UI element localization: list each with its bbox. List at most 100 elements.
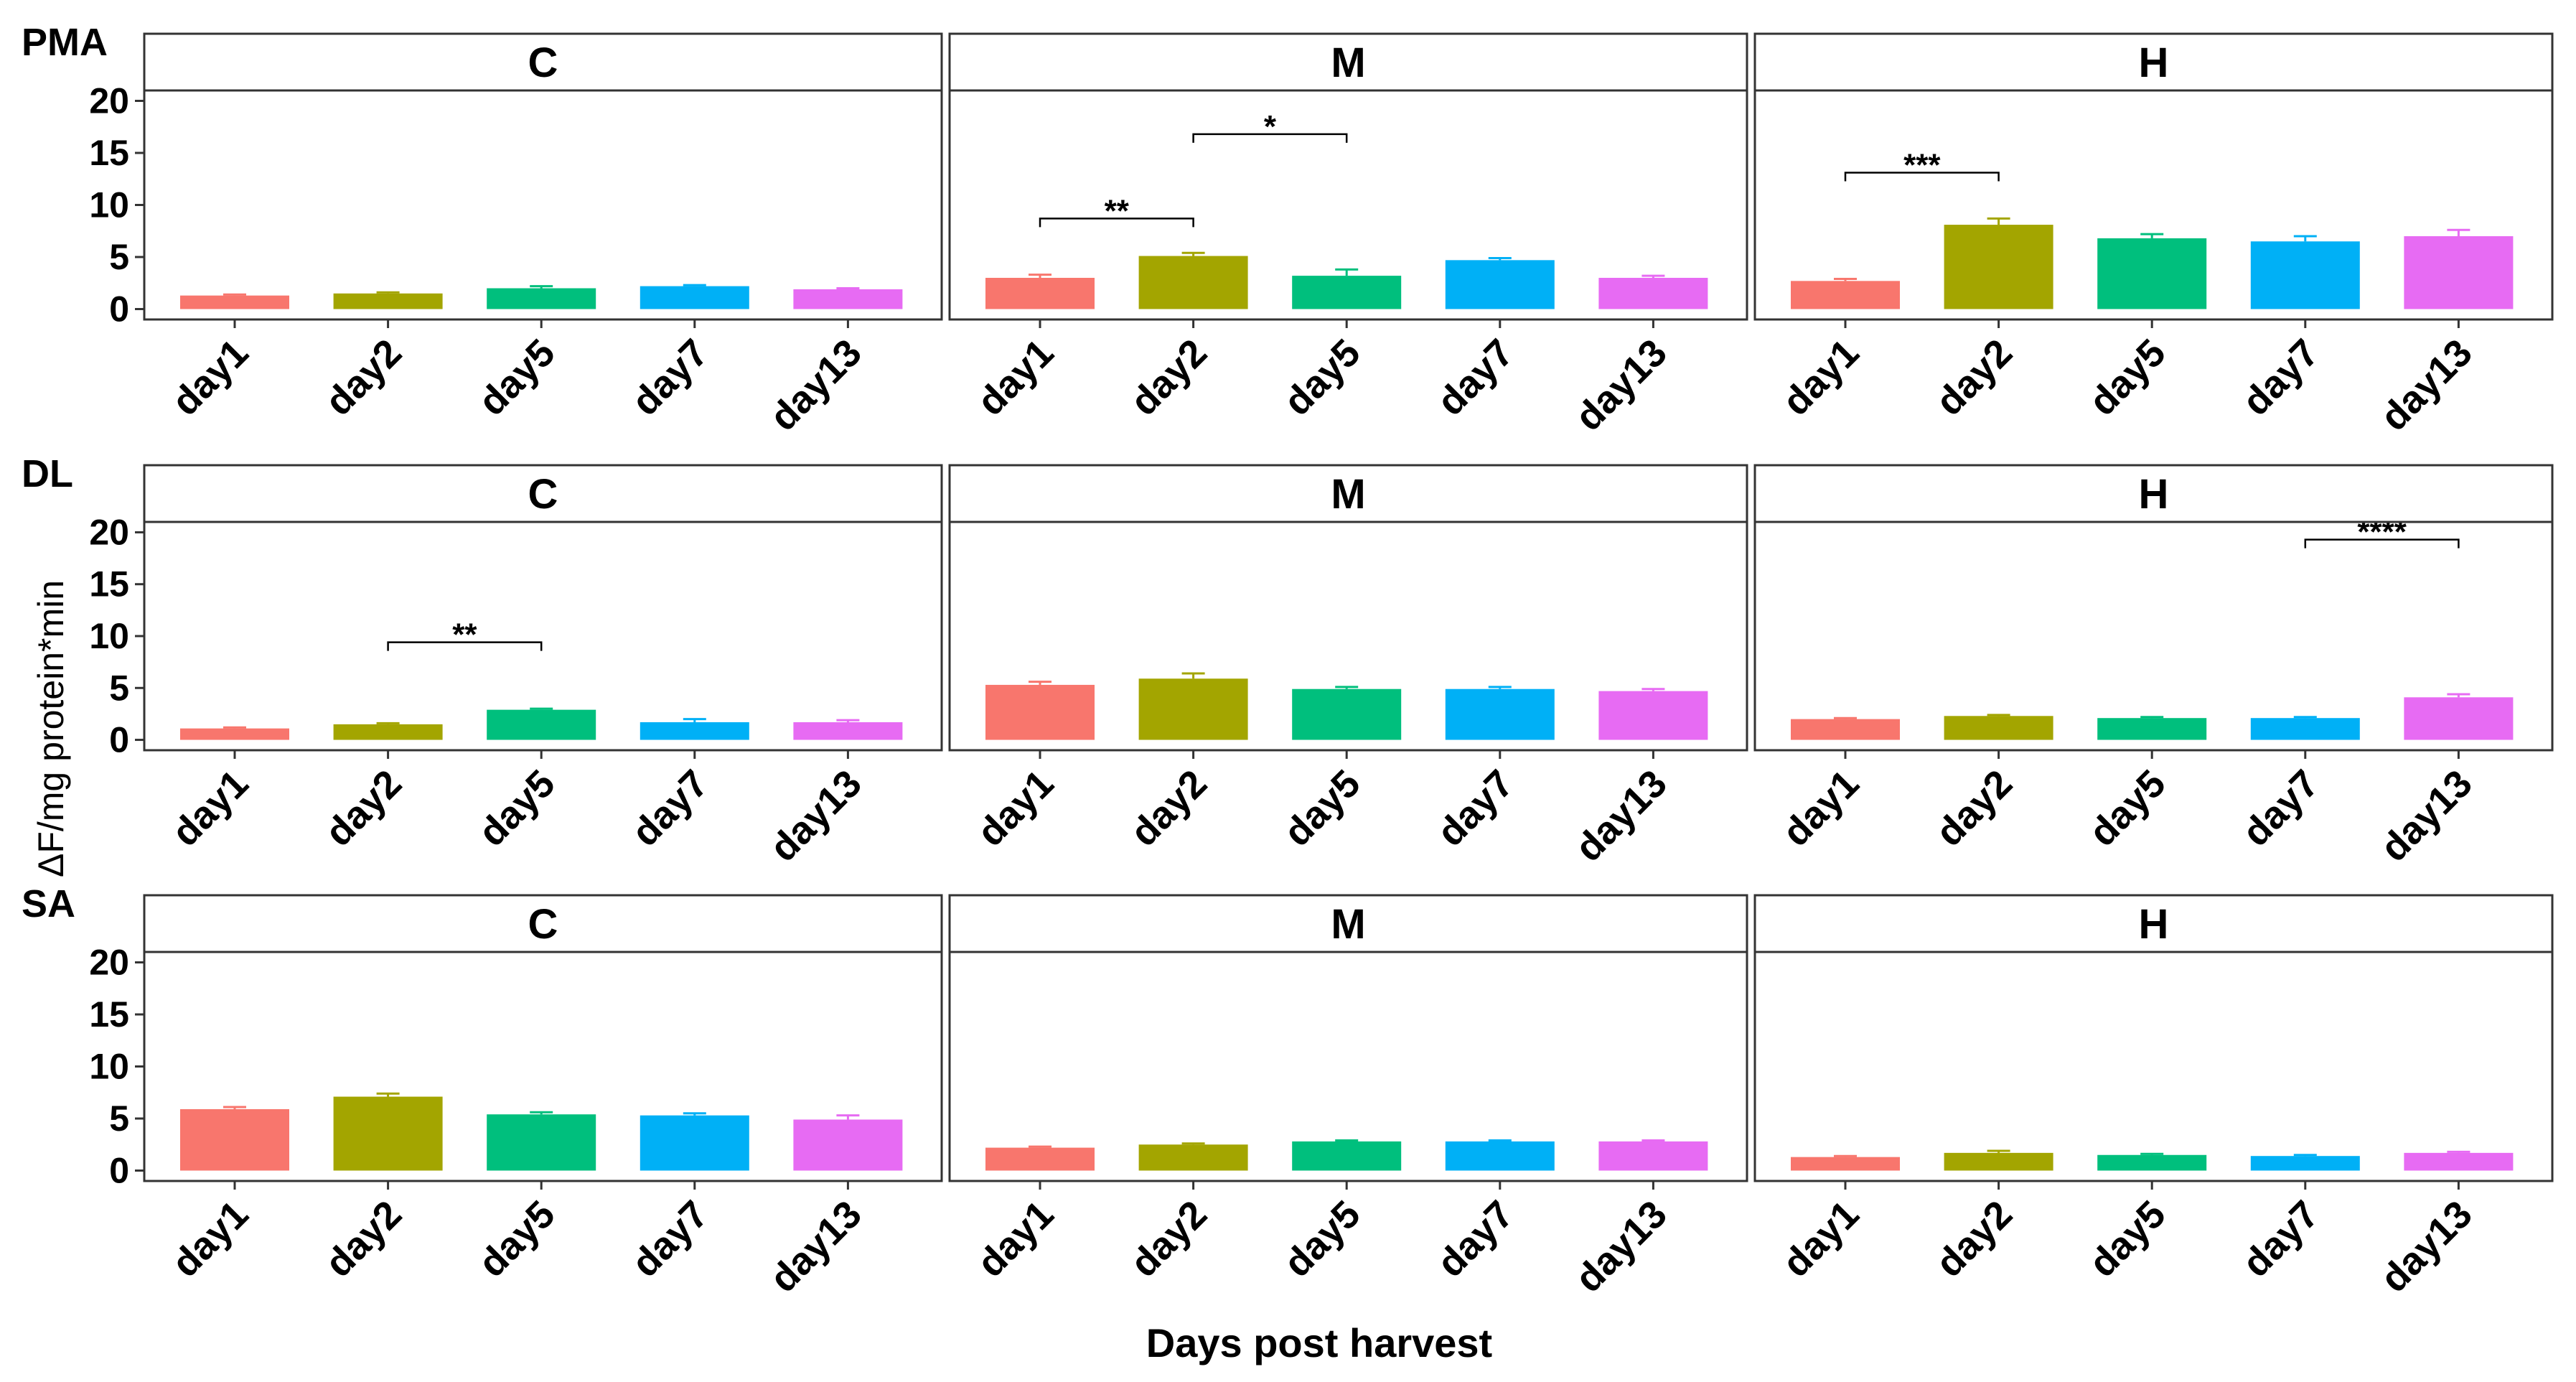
significance-bracket [387, 641, 543, 651]
significance-label: *** [1903, 148, 1941, 183]
panel-border [143, 951, 943, 1182]
bar-day1 [1791, 281, 1900, 309]
bar-day13 [793, 722, 903, 740]
x-tick-label: day2 [1123, 1192, 1215, 1285]
bar-day2 [333, 1096, 443, 1171]
y-tick-label: 20 [89, 943, 129, 983]
bar-day2 [333, 293, 443, 309]
bar-day7 [1445, 260, 1555, 309]
facet-label: M [1331, 39, 1365, 86]
y-tick-label: 15 [89, 994, 129, 1035]
x-tick-label: day5 [470, 1192, 563, 1285]
significance-bracket [2304, 538, 2460, 548]
bar-day5 [1292, 688, 1402, 740]
x-tick-label: day1 [969, 1192, 1062, 1285]
significance-bracket [1844, 172, 2000, 182]
facet-label: C [528, 471, 558, 518]
facet-label: H [2139, 471, 2169, 518]
x-tick-label: day7 [1429, 762, 1522, 854]
bar-day2 [1138, 1144, 1248, 1171]
x-tick-label: day1 [164, 762, 256, 854]
bar-day5 [2097, 718, 2207, 740]
y-tick-label: 5 [109, 668, 129, 708]
panel-border [948, 520, 1748, 752]
x-tick-label: day1 [164, 331, 256, 424]
x-tick-label: day13 [2372, 762, 2481, 870]
y-tick-label: 10 [89, 1047, 129, 1087]
facet-strip [1753, 464, 2554, 523]
x-tick-label: day7 [2234, 331, 2327, 424]
bar-day5 [487, 1114, 596, 1171]
panel-border [143, 520, 943, 752]
facet-label: M [1331, 901, 1365, 948]
bar-day13 [793, 1119, 903, 1171]
x-tick-label: day2 [1928, 1192, 2020, 1285]
x-tick-label: day2 [1123, 331, 1215, 424]
x-tick-label: day7 [1429, 331, 1522, 424]
x-tick-label: day13 [1567, 1192, 1675, 1301]
x-tick-label: day7 [624, 762, 716, 854]
y-tick-label: 15 [89, 564, 129, 604]
bar-day2 [1138, 256, 1248, 309]
bar-day7 [1445, 1141, 1555, 1171]
row-label: SA [22, 882, 75, 925]
significance-label: ** [1105, 193, 1130, 228]
facet-label: C [528, 901, 558, 948]
bar-day5 [1292, 276, 1402, 309]
row-label: PMA [22, 21, 108, 64]
bar-day7 [640, 722, 749, 740]
y-tick-label: 10 [89, 185, 129, 225]
panel-border [1753, 89, 2554, 321]
x-tick-label: day5 [1275, 762, 1368, 854]
significance-bracket [1039, 218, 1194, 228]
x-tick-label: day7 [1429, 1192, 1522, 1285]
x-tick-label: day13 [762, 1192, 870, 1301]
panel-border [948, 951, 1748, 1182]
bar-day7 [2250, 241, 2360, 309]
facet-label: M [1331, 471, 1365, 518]
x-tick-label: day1 [164, 1192, 256, 1285]
x-tick-label: day13 [1567, 331, 1675, 439]
x-tick-label: day13 [762, 762, 870, 870]
bar-day2 [1944, 225, 2053, 309]
panel-border [948, 89, 1748, 321]
x-tick-label: day2 [317, 1192, 410, 1285]
significance-label: * [1264, 109, 1277, 144]
x-tick-label: day7 [624, 1192, 716, 1285]
bar-day13 [1598, 278, 1708, 309]
x-tick-label: day13 [2372, 1192, 2481, 1301]
y-tick-label: 0 [109, 289, 129, 330]
x-tick-label: day13 [1567, 762, 1675, 870]
bar-day13 [793, 289, 903, 309]
y-tick-label: 5 [109, 1098, 129, 1139]
bar-day13 [2404, 1152, 2514, 1171]
x-tick-label: day5 [2081, 331, 2173, 424]
bar-day7 [640, 1115, 749, 1171]
bar-day2 [1944, 1152, 2053, 1171]
significance-bracket [1192, 133, 1348, 143]
panel-border [143, 89, 943, 321]
y-tick-label: 10 [89, 616, 129, 656]
x-tick-label: day13 [2372, 331, 2481, 439]
facet-label: H [2139, 901, 2169, 948]
x-tick-label: day2 [317, 762, 410, 854]
x-tick-label: day5 [2081, 1192, 2173, 1285]
x-tick-label: day2 [1928, 762, 2020, 854]
bar-day1 [1791, 719, 1900, 740]
facet-strip [143, 464, 943, 523]
bar-day2 [1944, 716, 2053, 740]
bar-day1 [180, 295, 289, 309]
facet-label: H [2139, 39, 2169, 86]
bar-day7 [640, 286, 749, 309]
x-tick-label: day2 [317, 331, 410, 424]
bar-day5 [2097, 1154, 2207, 1171]
x-tick-label: day7 [2234, 762, 2327, 854]
x-tick-label: day7 [624, 331, 716, 424]
y-tick-label: 20 [89, 512, 129, 552]
